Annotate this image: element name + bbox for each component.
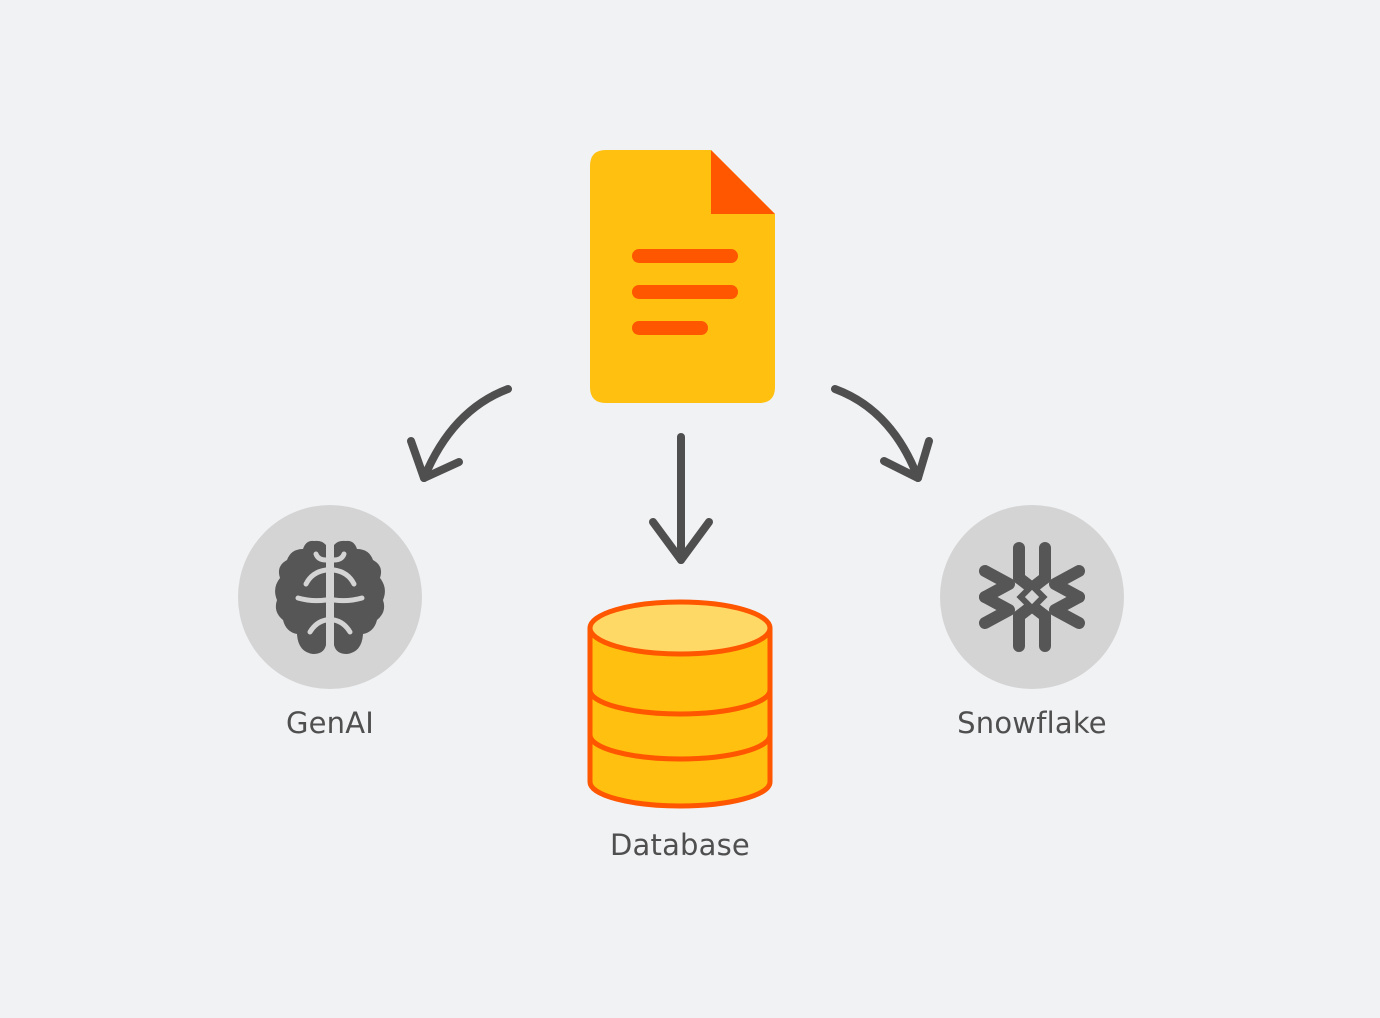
arrow-to-genai (407, 385, 512, 482)
arrow-to-database (649, 433, 713, 564)
brain-icon (275, 540, 385, 654)
database-label: Database (610, 828, 750, 862)
document-icon (590, 150, 775, 403)
snowflake-label: Snowflake (957, 706, 1107, 740)
database-icon (587, 599, 773, 809)
snowflake-node (940, 505, 1124, 689)
genai-label: GenAI (285, 706, 375, 740)
arrow-to-snowflake (831, 385, 933, 482)
genai-node (238, 505, 422, 689)
